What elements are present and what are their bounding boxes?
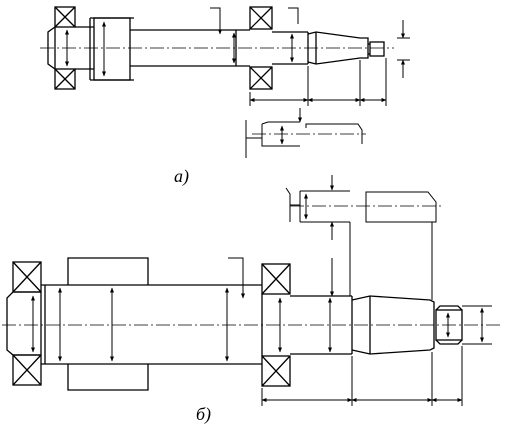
left-bearing-b — [12, 261, 42, 386]
wheel-b — [67, 257, 149, 391]
main-section-b — [41, 284, 262, 365]
right-bearing-b — [261, 263, 291, 387]
figure-a-caption: а) — [174, 166, 189, 187]
figure-b-caption: б) — [196, 404, 211, 425]
figure-a — [47, 6, 410, 158]
figure-b — [6, 175, 492, 406]
right-bearing-a — [249, 6, 273, 90]
hub-a — [89, 17, 134, 81]
left-bearing-a — [54, 6, 76, 90]
